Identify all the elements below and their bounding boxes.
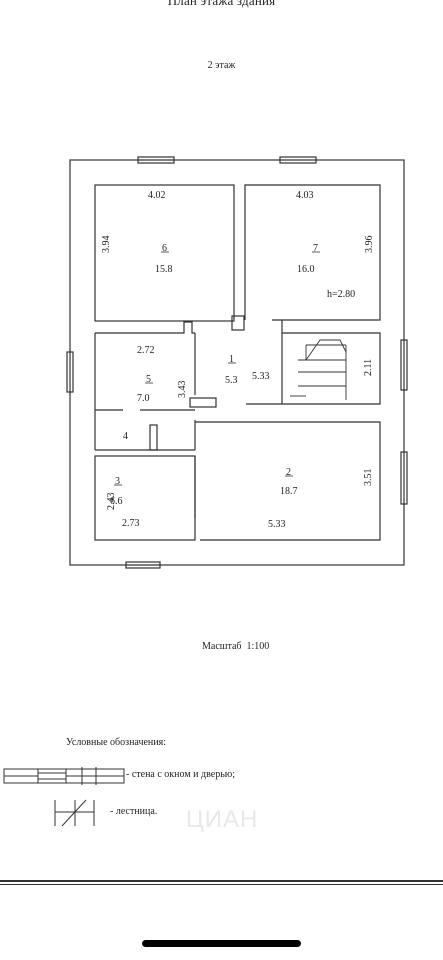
room-6-width: 4.02: [148, 190, 166, 201]
room-2-width: 5.33: [268, 519, 286, 530]
room-1-number: 1: [229, 354, 234, 365]
room-6-outline: [94, 184, 235, 322]
room-7-height: 3.96: [364, 236, 375, 254]
room-7-area: 16.0: [297, 264, 315, 275]
window-right-lower: [400, 451, 408, 505]
room-2-number: 2: [286, 467, 291, 478]
room-2-height: 3.51: [363, 469, 374, 487]
legend-wall-symbol: [3, 767, 125, 785]
scale-label: Масштаб 1:100: [202, 641, 270, 652]
room-3-height: 2.43: [106, 493, 117, 511]
room-5-height: 3.43: [177, 381, 188, 399]
stair-steps: [290, 339, 347, 400]
room-6-height: 3.94: [101, 236, 112, 254]
room-5-width: 2.72: [137, 345, 155, 356]
room-4-number: 4: [123, 431, 128, 442]
room-6-area: 15.8: [155, 264, 173, 275]
divider-line: [0, 880, 443, 882]
stair-height: 2.11: [363, 359, 374, 376]
window-right-upper: [400, 339, 408, 391]
watermark: ЦИАН: [186, 806, 259, 833]
legend-stair-symbol: [54, 799, 95, 827]
window-bottom: [125, 561, 161, 569]
room-5-area: 7.0: [137, 393, 150, 404]
room-3-width: 2.73: [122, 518, 140, 529]
home-indicator[interactable]: [142, 940, 301, 947]
window-top-right: [279, 156, 317, 164]
room-7-number: 7: [313, 243, 318, 254]
room-3-number: 3: [115, 476, 120, 487]
legend-wall-label: - стена с окном и дверью;: [126, 769, 236, 780]
page-title: План этажа здания: [167, 0, 276, 8]
room-1-area: 5.3: [225, 375, 238, 386]
window-left: [66, 351, 74, 393]
divider-line: [0, 884, 443, 885]
stair-width: 5.33: [252, 371, 270, 382]
room-6-number: 6: [162, 243, 167, 254]
corridor-post: [231, 315, 245, 331]
room-2-outline: [195, 421, 381, 541]
stair-outline: [246, 320, 381, 405]
room-7-outline: [244, 184, 381, 321]
room-2-area: 18.7: [280, 486, 298, 497]
room-7-ceiling: h=2.80: [327, 289, 355, 300]
legend-stair-label: - лестница.: [110, 806, 158, 817]
room-5-number: 5: [146, 374, 151, 385]
window-top-left: [137, 156, 175, 164]
room-3-area: 6.6: [110, 496, 123, 507]
legend-title: Условные обозначения:: [66, 737, 167, 748]
floor-label: 2 этаж: [207, 60, 236, 71]
room-7-width: 4.03: [296, 190, 314, 201]
room-5-outline: [95, 321, 195, 334]
